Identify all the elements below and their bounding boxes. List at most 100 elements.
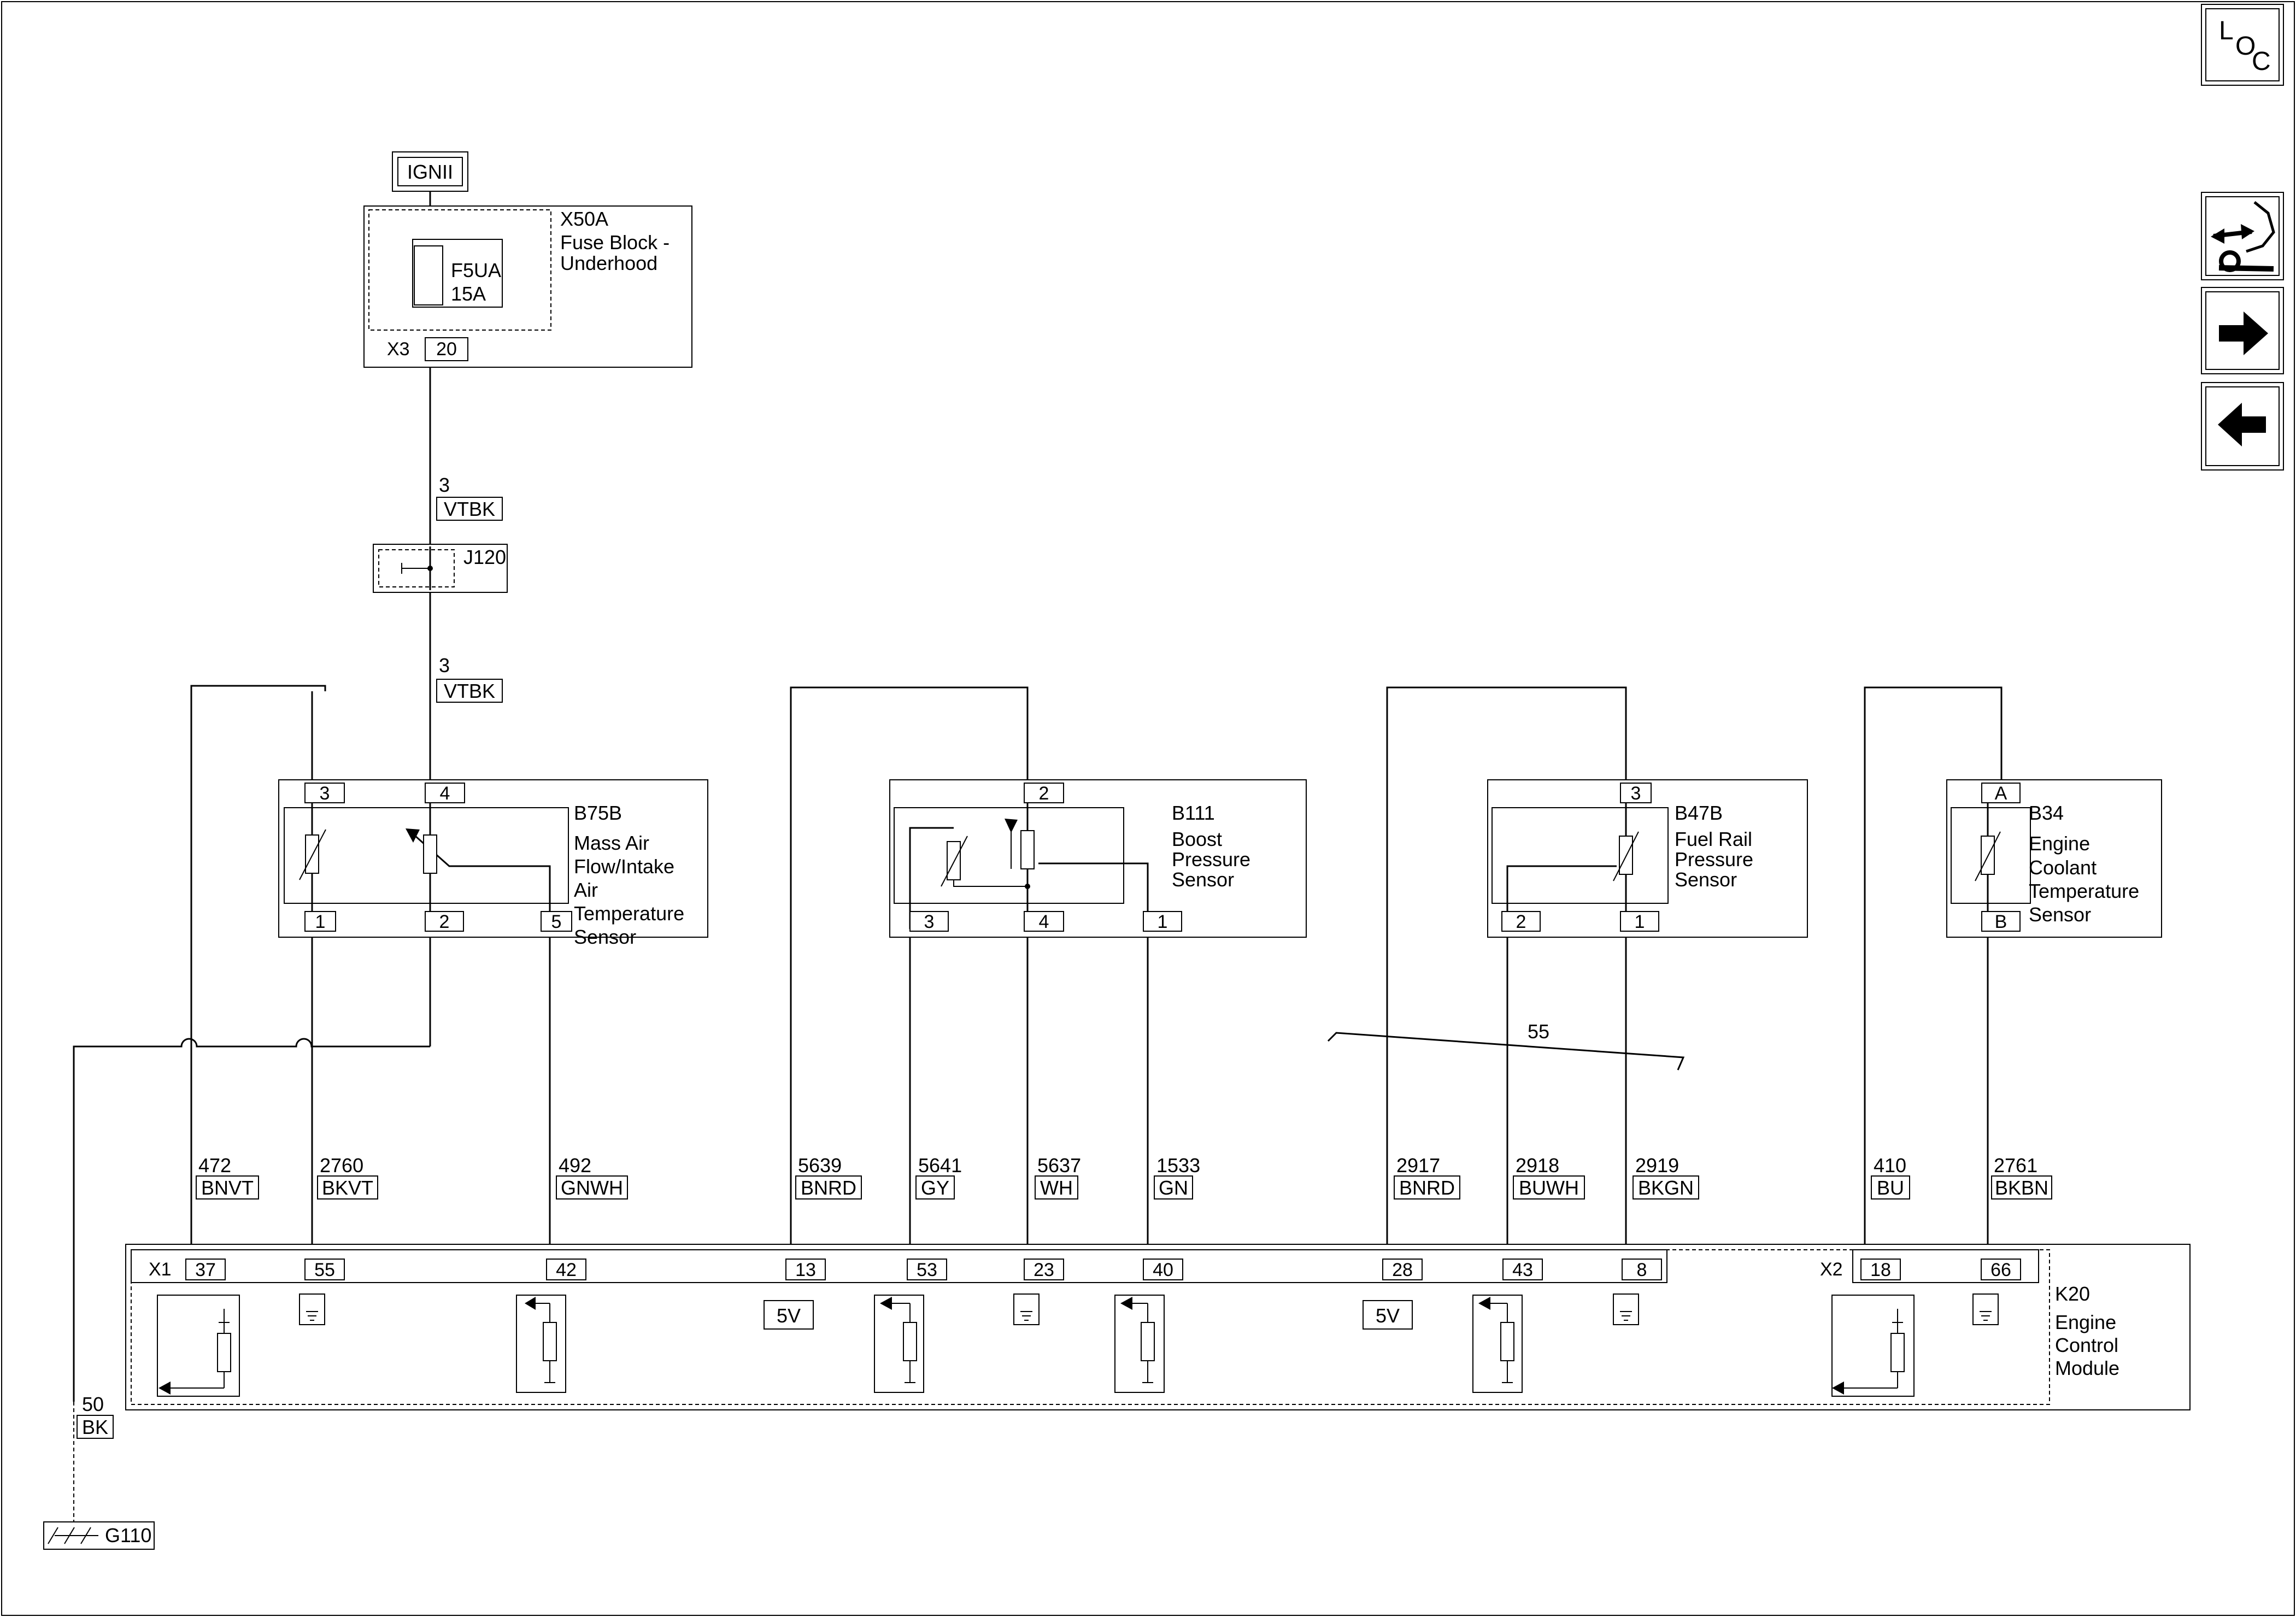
b111-name-1: Boost: [1172, 828, 1222, 850]
b47b-pin-2: 2: [1516, 912, 1526, 932]
ecm-5v-reference-right: 5V: [1376, 1304, 1400, 1327]
shared-wire-label: 55: [1528, 1020, 1549, 1043]
connector-wrench-icon: [2211, 201, 2275, 272]
b47b-name-1: Fuel Rail: [1675, 828, 1752, 850]
wire-color: WH: [1040, 1177, 1073, 1199]
ecm-pin-42: 42: [556, 1260, 577, 1280]
wire-circuit: 2918: [1516, 1154, 1559, 1177]
ecm-pin-37: 37: [195, 1260, 216, 1280]
wire-circuit: 2917: [1396, 1154, 1440, 1177]
previous-button[interactable]: [2201, 382, 2284, 471]
ecm-pin-53: 53: [917, 1260, 937, 1280]
wire-color: GNWH: [561, 1177, 623, 1199]
b75b-name-5: Sensor: [574, 926, 636, 948]
loc-letter-c: C: [2252, 47, 2271, 76]
wire-color: BKVT: [322, 1177, 373, 1199]
b47b-pin-3: 3: [1631, 783, 1641, 804]
b75b-pin-4: 4: [440, 783, 450, 804]
wire-color: VTBK: [444, 680, 495, 702]
splice-id: J120: [463, 546, 506, 568]
ecm-connector-x1: X1: [149, 1259, 172, 1280]
ecm-pin-55: 55: [314, 1260, 335, 1280]
fuse-housing: [412, 239, 503, 308]
fuse-rating: 15A: [451, 283, 486, 305]
b111-id: B111: [1172, 802, 1215, 824]
ecm-connector-x2: X2: [1820, 1259, 1843, 1280]
ground-hatch-icon: [48, 1527, 98, 1544]
b111-name-2: Pressure: [1172, 848, 1250, 871]
b34-name-1: Engine: [2029, 832, 2090, 855]
loc-letter-o: O: [2235, 32, 2256, 61]
wire-circuit: 3: [439, 474, 450, 496]
arrow-left-icon: [2218, 403, 2266, 446]
fuse-block-connector: X3: [387, 339, 410, 360]
sensor-b111: 2 3 4 1 B111 Boost Pressure Sensor: [889, 779, 1307, 938]
power-label: IGNII: [407, 161, 453, 183]
fuse-block: X50A Fuse Block - Underhood F5UA 15A X3 …: [363, 205, 692, 368]
wire-label-410: 410 BU: [1871, 1154, 1910, 1199]
fuse-block-name-line2: Underhood: [560, 252, 657, 274]
wire-circuit: 2919: [1635, 1154, 1679, 1177]
wire-color: BKGN: [1638, 1177, 1694, 1199]
wire-circuit: 2761: [1994, 1154, 2037, 1177]
loc-letter-l: L: [2219, 16, 2234, 45]
wire-label-2918: 2918 BUWH: [1513, 1154, 1585, 1199]
b75b-pin-2: 2: [439, 912, 450, 932]
b34-pin-a: A: [1995, 783, 2007, 804]
wire-label-2917: 2917 BNRD: [1394, 1154, 1460, 1199]
fuse-block-pin: 20: [436, 339, 457, 360]
wire-color: BK: [82, 1416, 108, 1438]
b111-pin-2: 2: [1039, 783, 1049, 804]
wire-color: VTBK: [444, 498, 495, 520]
wire-circuit: 3: [439, 654, 450, 677]
sensor-b75b: 3 4 1 2 5 B75B Mass Air Flow/Intake Air …: [278, 779, 708, 948]
b47b-name-2: Pressure: [1675, 848, 1753, 871]
b34-name-4: Sensor: [2029, 903, 2091, 926]
b111-pin-1: 1: [1158, 912, 1168, 932]
b47b-pin-1: 1: [1635, 912, 1645, 932]
wire-color: BKBN: [1995, 1177, 2048, 1199]
b47b-name-3: Sensor: [1675, 868, 1737, 891]
component-info-button[interactable]: [2201, 192, 2284, 280]
next-button[interactable]: [2201, 287, 2284, 374]
ecm-pin-8: 8: [1637, 1260, 1647, 1280]
location-button[interactable]: L O C: [2201, 4, 2284, 86]
wire-label-5639: 5639 BNRD: [795, 1154, 862, 1199]
ecm-id: K20: [2055, 1283, 2090, 1305]
wire-circuit: 472: [198, 1154, 231, 1177]
b34-pin-b: B: [1995, 912, 2007, 932]
fuse-id: F5UA: [451, 259, 501, 281]
b75b-pin-5: 5: [551, 912, 562, 932]
b75b-name-1: Mass Air: [574, 832, 649, 854]
wire-label-2761: 2761 BKBN: [1991, 1154, 2052, 1199]
ecm-name-3: Module: [2055, 1357, 2119, 1379]
ecm-internal-circuits: 5V 5V: [157, 1293, 1999, 1397]
ground-g110: G110: [43, 1521, 155, 1550]
wire-label-supply-1: 3 VTBK: [436, 474, 503, 521]
b75b-id: B75B: [574, 802, 622, 824]
sensor-b47b: 3 2 1 B47B Fuel Rail Pressure Sensor: [1487, 779, 1808, 938]
ecm-pin-66: 66: [1990, 1260, 2011, 1280]
ecm-pin-23: 23: [1034, 1260, 1054, 1280]
wire-label-472: 472 BNVT: [196, 1154, 259, 1199]
fuse-block-id: X50A: [560, 208, 608, 230]
wire-label-492: 492 GNWH: [556, 1154, 628, 1199]
wire-circuit: 5639: [798, 1154, 842, 1177]
wire-circuit: 1533: [1156, 1154, 1200, 1177]
b75b-name-3: Air: [574, 879, 598, 901]
fuse-block-name-line1: Fuse Block -: [560, 231, 670, 254]
wire-circuit: 50: [82, 1393, 104, 1415]
wire-circuit: 410: [1874, 1154, 1906, 1177]
wire-color: GN: [1159, 1177, 1188, 1199]
wire-label-2919: 2919 BKGN: [1633, 1154, 1699, 1199]
engine-control-module: X1 X2 37 55 42 13 53 23 40 28 43 8 18 66: [125, 1244, 2191, 1410]
ecm-name-1: Engine: [2055, 1311, 2116, 1333]
ground-id: G110: [105, 1524, 151, 1547]
wire-label-5637: 5637 WH: [1035, 1154, 1081, 1199]
wire-circuit: 5637: [1037, 1154, 1081, 1177]
b34-name-3: Temperature: [2029, 880, 2139, 902]
ecm-name-2: Control: [2055, 1334, 2118, 1356]
wire-color: BNRD: [801, 1177, 856, 1199]
